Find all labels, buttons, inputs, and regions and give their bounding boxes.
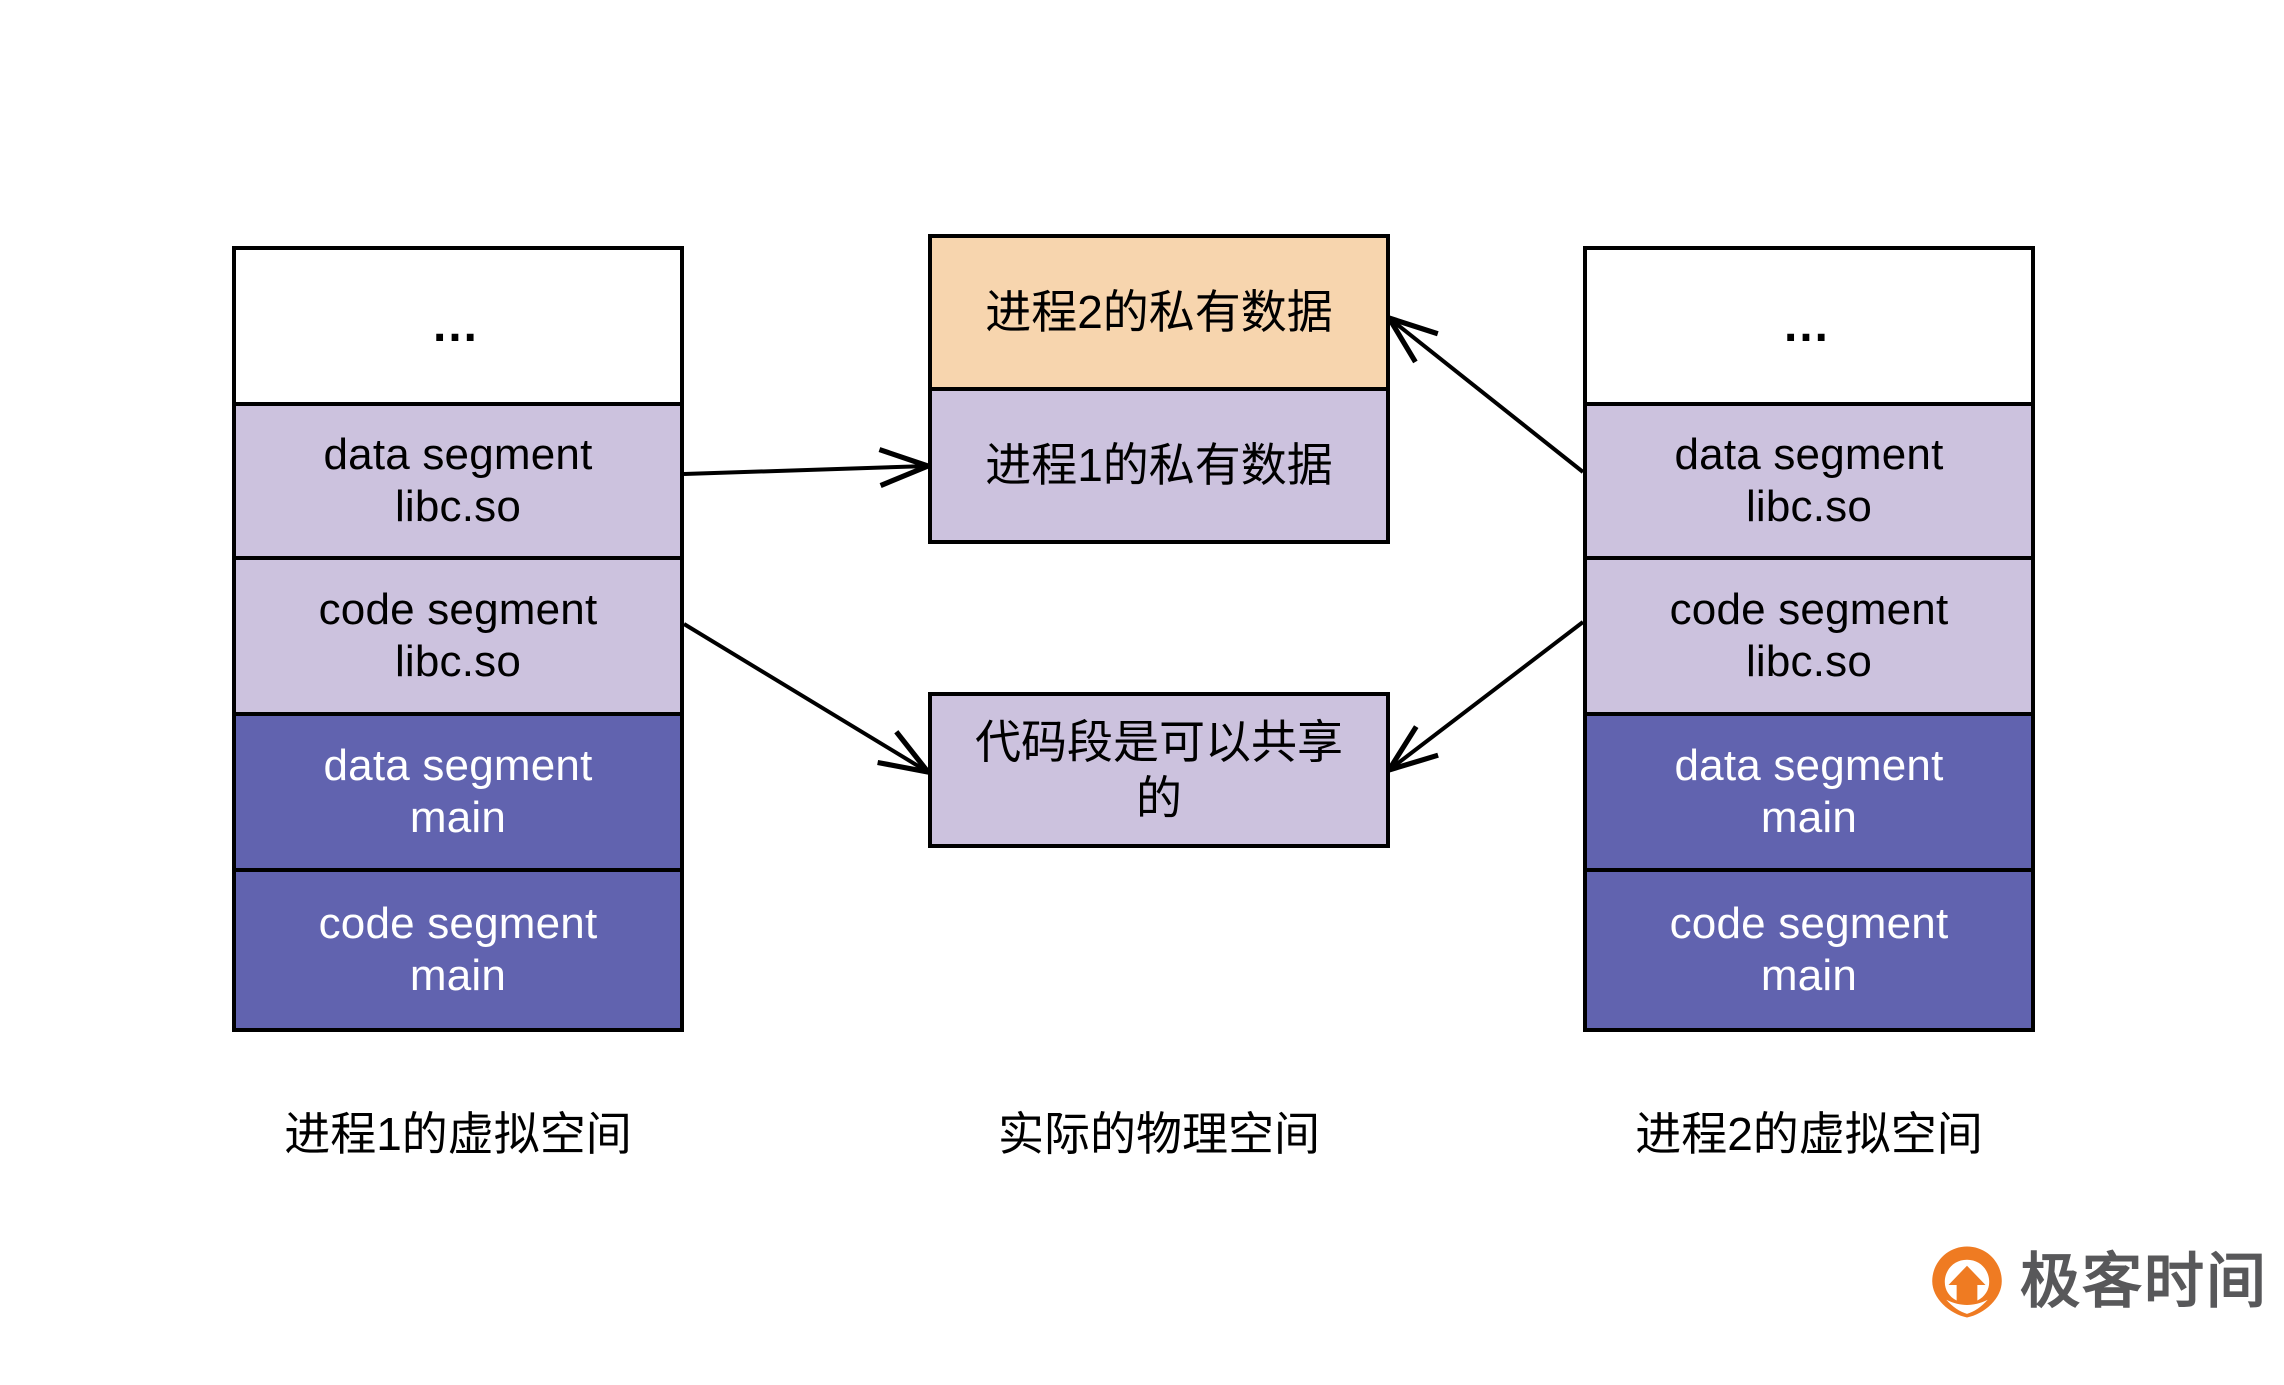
geektime-mark-icon bbox=[1932, 1246, 2002, 1318]
arrow-p2-code-to-shared bbox=[1383, 620, 1585, 775]
process2-segment-code-libc: code segment libc.so bbox=[1587, 556, 2031, 712]
physical-row-process2-private: 进程2的私有数据 bbox=[932, 238, 1386, 387]
physical-row-shared-code: 代码段是可以共享的 bbox=[932, 696, 1386, 844]
geektime-logo: 极客时间 bbox=[1930, 1245, 2268, 1319]
process1-caption: 进程1的虚拟空间 bbox=[284, 1108, 632, 1160]
arrow-p1-code-to-shared bbox=[682, 622, 935, 776]
process2-segment-code-main: code segment main bbox=[1587, 868, 2031, 1028]
process2-virtual-space-column: … data segment libc.so code segment libc… bbox=[1583, 246, 2035, 1032]
process1-segment-data-main: data segment main bbox=[236, 712, 680, 868]
physical-caption: 实际的物理空间 bbox=[998, 1108, 1320, 1160]
physical-private-data-box: 进程2的私有数据 进程1的私有数据 bbox=[928, 234, 1390, 544]
physical-row-process1-private: 进程1的私有数据 bbox=[932, 387, 1386, 540]
physical-shared-code-box: 代码段是可以共享的 bbox=[928, 692, 1390, 848]
process2-segment-data-main: data segment main bbox=[1587, 712, 2031, 868]
arrow-p2-data-to-private bbox=[1383, 313, 1585, 474]
process1-segment-code-libc: code segment libc.so bbox=[236, 556, 680, 712]
process1-virtual-space-column: … data segment libc.so code segment libc… bbox=[232, 246, 684, 1032]
process2-caption: 进程2的虚拟空间 bbox=[1635, 1108, 1983, 1160]
geektime-wordmark: 极客时间 bbox=[2020, 1248, 2268, 1315]
process2-segment-data-libc: data segment libc.so bbox=[1587, 402, 2031, 556]
process1-segment-ellipsis: … bbox=[236, 250, 680, 402]
process1-segment-code-main: code segment main bbox=[236, 868, 680, 1028]
process2-segment-ellipsis: … bbox=[1587, 250, 2031, 402]
arrow-p1-data-to-private bbox=[683, 447, 936, 488]
process1-segment-data-libc: data segment libc.so bbox=[236, 402, 680, 556]
